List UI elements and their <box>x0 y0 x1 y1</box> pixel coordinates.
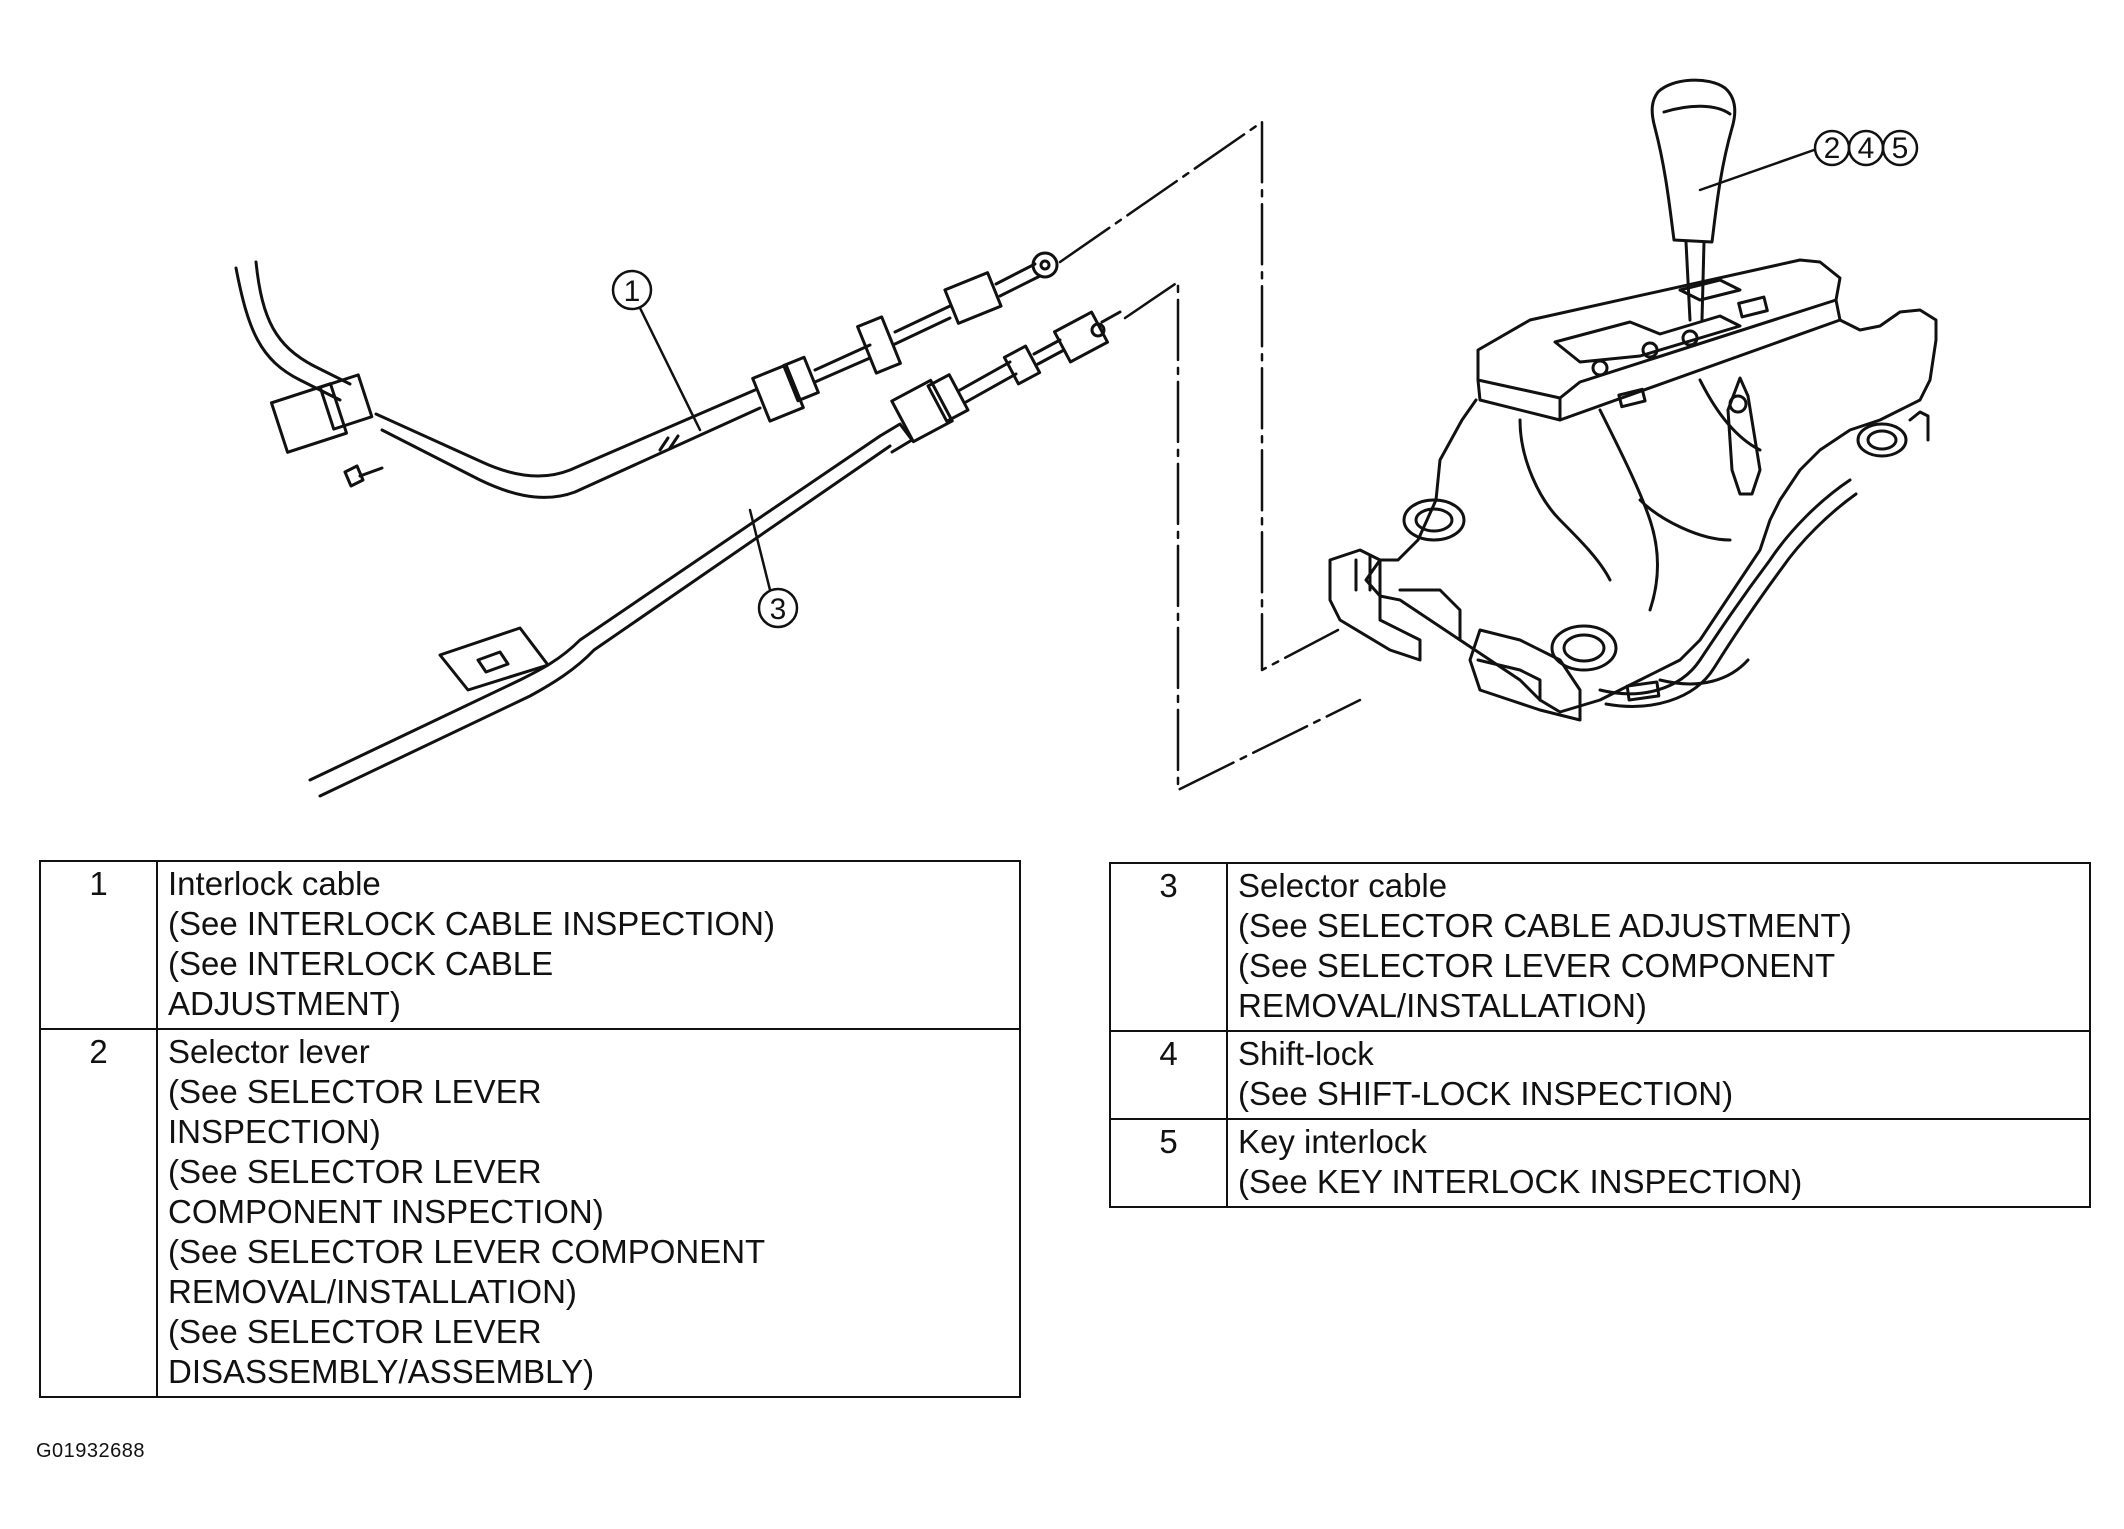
part-description: Key interlock (See KEY INTERLOCK INSPECT… <box>1226 1118 2091 1208</box>
part-description: Interlock cable (See INTERLOCK CABLE INS… <box>156 860 1021 1030</box>
part-name: Selector cable <box>1238 867 1448 904</box>
table-row: 2 Selector lever (See SELECTOR LEVER INS… <box>39 1028 1021 1398</box>
reference-line: (See INTERLOCK CABLE INSPECTION) <box>168 905 775 942</box>
table-row: 4 Shift-lock (See SHIFT-LOCK INSPECTION) <box>1109 1030 2091 1120</box>
part-description: Selector lever (See SELECTOR LEVER INSPE… <box>156 1028 1021 1398</box>
reference-line: (See SELECTOR LEVER <box>168 1073 542 1110</box>
table-row: 1 Interlock cable (See INTERLOCK CABLE I… <box>39 860 1021 1030</box>
part-number: 4 <box>1109 1030 1228 1120</box>
parts-table-right: 3 Selector cable (See SELECTOR CABLE ADJ… <box>1109 862 2091 1208</box>
callout-4-label: 4 <box>1858 132 1875 165</box>
reference-line: (See SELECTOR CABLE ADJUSTMENT) <box>1238 907 1852 944</box>
reference-line: (See SHIFT-LOCK INSPECTION) <box>1238 1075 1734 1112</box>
reference-line: (See SELECTOR LEVER COMPONENT <box>168 1233 766 1270</box>
part-name: Selector lever <box>168 1033 370 1070</box>
reference-line: COMPONENT INSPECTION) <box>168 1193 604 1230</box>
part-name: Shift-lock <box>1238 1035 1374 1072</box>
shifter-assembly <box>1328 78 1938 722</box>
reference-line: REMOVAL/INSTALLATION) <box>1238 987 1647 1024</box>
reference-line: (See SELECTOR LEVER COMPONENT <box>1238 947 1836 984</box>
callout-1: 1 <box>611 269 653 311</box>
reference-line: DISASSEMBLY/ASSEMBLY) <box>168 1353 595 1390</box>
callout-3: 3 <box>757 587 799 629</box>
part-number: 2 <box>39 1028 158 1398</box>
part-name: Key interlock <box>1238 1123 1427 1160</box>
callout-1-label: 1 <box>624 275 641 308</box>
callout-5: 5 <box>1881 129 1919 167</box>
reference-line: (See SELECTOR LEVER <box>168 1313 542 1350</box>
reference-line: ADJUSTMENT) <box>168 985 401 1022</box>
callout-2: 2 <box>1813 129 1851 167</box>
phantom-lines <box>1058 120 1362 792</box>
shifter-cable-illustration: 1 3 2 4 5 <box>234 78 1938 798</box>
selector-lever-knob <box>1650 78 1737 244</box>
reference-line: (See KEY INTERLOCK INSPECTION) <box>1238 1163 1803 1200</box>
reference-line: REMOVAL/INSTALLATION) <box>168 1273 577 1310</box>
part-number: 1 <box>39 860 158 1030</box>
callout-4: 4 <box>1847 129 1885 167</box>
table-row: 5 Key interlock (See KEY INTERLOCK INSPE… <box>1109 1118 2091 1208</box>
part-number: 3 <box>1109 862 1228 1032</box>
part-description: Selector cable (See SELECTOR CABLE ADJUS… <box>1226 862 2091 1032</box>
part-number: 5 <box>1109 1118 1228 1208</box>
part-description: Shift-lock (See SHIFT-LOCK INSPECTION) <box>1226 1030 2091 1120</box>
callout-3-label: 3 <box>770 593 787 626</box>
figure-id: G01932688 <box>36 1440 146 1462</box>
parts-table-left: 1 Interlock cable (See INTERLOCK CABLE I… <box>39 860 1021 1398</box>
reference-line: (See INTERLOCK CABLE <box>168 945 554 982</box>
part-name: Interlock cable <box>168 865 381 902</box>
callout-5-label: 5 <box>1892 132 1909 165</box>
selector-cable <box>308 310 1122 798</box>
leader-lines <box>638 148 1816 592</box>
reference-line: (See SELECTOR LEVER <box>168 1153 542 1190</box>
callout-2-label: 2 <box>1824 132 1841 165</box>
table-row: 3 Selector cable (See SELECTOR CABLE ADJ… <box>1109 862 2091 1032</box>
reference-line: INSPECTION) <box>168 1113 381 1150</box>
interlock-cable <box>234 251 1059 499</box>
